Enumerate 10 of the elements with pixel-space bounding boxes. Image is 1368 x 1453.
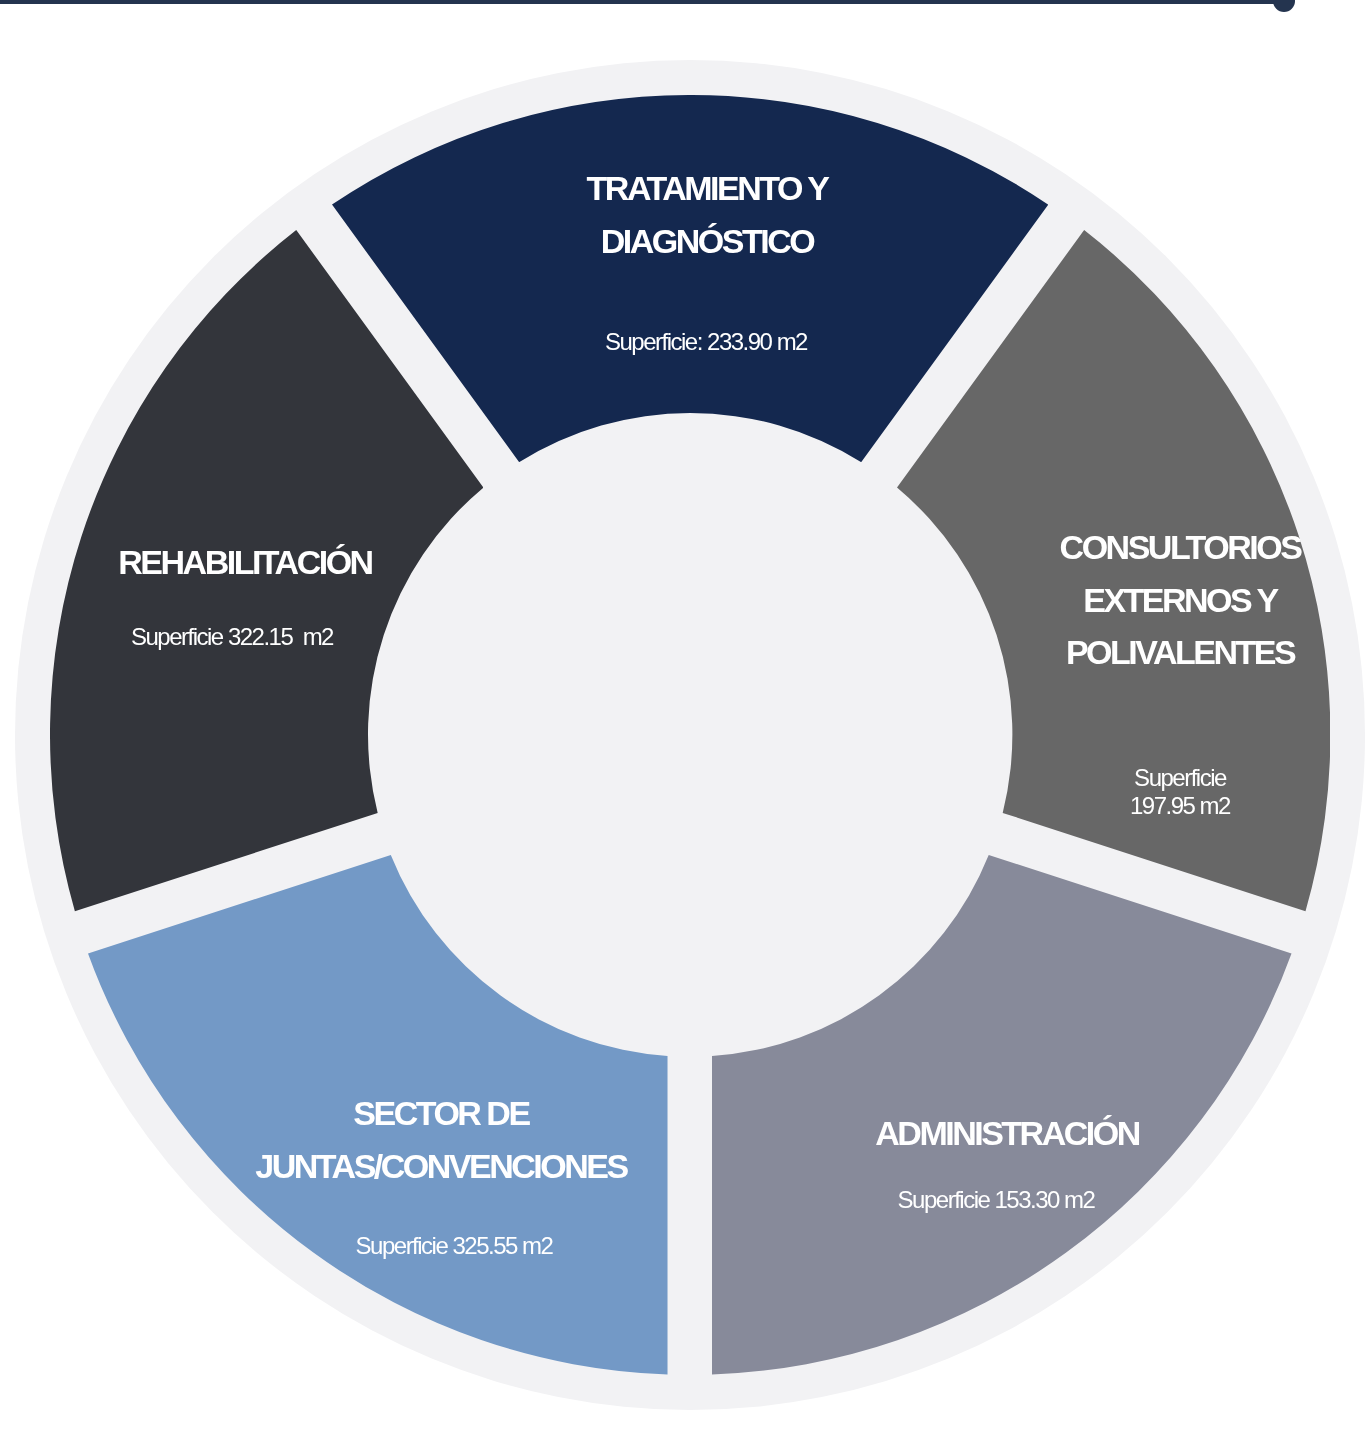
- area-label: Superficie 153.30 m2: [897, 1186, 1095, 1214]
- segment-heading: SECTOR DE JUNTAS/CONVENCIONES: [254, 1093, 629, 1187]
- segment-heading: CONSULTORIOS EXTERNOS Y POLIVALENTES: [1058, 526, 1302, 674]
- segment-heading: ADMINISTRACIÓN: [874, 1112, 1140, 1154]
- area-label: Superficie: 233.90 m2: [605, 328, 807, 356]
- area-label: Superficie 322.15 m2: [131, 623, 333, 651]
- segment-heading: REHABILITACIÓN: [117, 541, 373, 583]
- area-label: Superficie 325.55 m2: [355, 1232, 553, 1260]
- segment-heading: TRATAMIENTO Y DIAGNÓSTICO: [585, 168, 829, 262]
- area-label: Superficie 197.95 m2: [1129, 764, 1231, 820]
